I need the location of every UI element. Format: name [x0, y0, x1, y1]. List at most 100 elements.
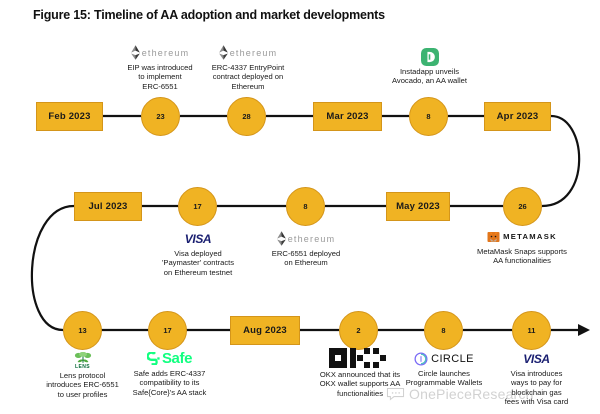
event-text-line-1: OKX announced that its	[319, 370, 401, 379]
event-text-line-2: contract deployed on	[212, 72, 284, 82]
okx-logo	[300, 348, 420, 368]
instadapp-logo	[372, 47, 487, 66]
day-circle-label: 26	[518, 202, 527, 211]
ethereum-wordmark: ethereum	[141, 47, 190, 58]
event-text-line-1: Visa deployed	[174, 249, 222, 258]
event-text-line-2: AA functionalities	[493, 256, 551, 266]
day-circle-2[interactable]: 2	[339, 311, 378, 350]
event-text-line-2: Programmable Wallets	[405, 378, 483, 388]
date-box-mar-2023[interactable]: Mar 2023	[313, 102, 382, 131]
ethereum-wordmark: ethereum	[287, 233, 336, 244]
page-title: Figure 15: Timeline of AA adoption and m…	[33, 8, 385, 22]
event-text-line-1: MetaMask Snaps supports	[477, 247, 567, 256]
ethereum-logo: ethereum	[250, 230, 362, 247]
event-text-line-3: blockchain gas	[511, 387, 562, 397]
event-text-line-3: functionalities	[336, 388, 383, 398]
instadapp-icon	[420, 47, 439, 66]
day-circle-label: 23	[156, 112, 165, 121]
event-safe-erc4337: Safe Safe adds ERC-4337 compatibility to…	[112, 350, 227, 397]
event-text-line-1: ERC-6551 deployed	[271, 249, 341, 258]
day-circle-17-jul[interactable]: 17	[178, 187, 217, 226]
visa-wordmark: VISA	[184, 231, 212, 246]
date-box-label: Mar 2023	[326, 111, 369, 122]
visa-logo: VISA	[489, 350, 584, 367]
day-circle-8-jun[interactable]: 8	[286, 187, 325, 226]
circle-mark-icon	[414, 351, 428, 366]
event-text-line-1: Circle launches	[418, 369, 470, 378]
day-circle-label: 2	[356, 326, 361, 335]
day-circle-8-mar[interactable]: 8	[409, 97, 448, 136]
metamask-fox-icon	[487, 231, 500, 242]
date-box-jul-2023[interactable]: Jul 2023	[74, 192, 142, 221]
day-circle-label: 13	[78, 326, 87, 335]
event-erc4337-entrypoint: ethereum ERC-4337 EntryPoint contract de…	[195, 44, 301, 91]
ethereum-wordmark: ethereum	[229, 47, 278, 58]
day-circle-13[interactable]: 13	[63, 311, 102, 350]
visa-wordmark: VISA	[523, 351, 550, 366]
date-box-apr-2023[interactable]: Apr 2023	[484, 102, 551, 131]
lens-flower-icon	[74, 351, 91, 363]
date-box-label: Aug 2023	[243, 325, 287, 336]
event-text-line-3: Safe{Core}'s AA stack	[132, 387, 207, 397]
day-circle-label: 11	[527, 326, 536, 335]
event-text-line-1: Safe adds ERC-4337	[133, 369, 206, 378]
metamask-logo: METAMASK	[452, 228, 592, 245]
safe-wordmark: Safe	[161, 350, 193, 367]
ethereum-diamond-icon	[130, 45, 140, 60]
date-box-may-2023[interactable]: May 2023	[386, 192, 450, 221]
event-erc6551-deployed: ethereum ERC-6551 deployed on Ethereum	[250, 230, 362, 268]
ethereum-diamond-icon	[276, 231, 286, 246]
event-text-line-2: on Ethereum	[284, 258, 328, 268]
event-text-line-2: ways to pay for	[510, 378, 563, 388]
day-circle-label: 8	[426, 112, 431, 121]
event-text-line-2: introduces ERC-6551	[46, 380, 119, 390]
event-instadapp-avocado: Instadapp unveils Avocado, an AA wallet	[372, 47, 487, 86]
day-circle-23[interactable]: 23	[141, 97, 180, 136]
date-box-aug-2023[interactable]: Aug 2023	[230, 316, 300, 345]
event-lens-erc6551: LENS Lens protocol introduces ERC-6551 t…	[26, 351, 139, 399]
day-circle-28[interactable]: 28	[227, 97, 266, 136]
safe-mark-icon	[146, 352, 160, 365]
event-text-line-2: to implement	[138, 72, 182, 82]
date-box-label: May 2023	[396, 201, 440, 212]
day-circle-label: 8	[441, 326, 446, 335]
event-text-line-1: EIP was introduced	[127, 63, 193, 72]
event-text-line-1: Visa introduces	[510, 369, 563, 378]
event-text-line-2: Avocado, an AA wallet	[391, 76, 467, 86]
metamask-wordmark: METAMASK	[503, 232, 557, 241]
ethereum-logo: ethereum	[100, 44, 220, 61]
event-text-line-1: Lens protocol	[59, 371, 106, 380]
day-circle-8-sep[interactable]: 8	[424, 311, 463, 350]
date-box-feb-2023[interactable]: Feb 2023	[36, 102, 103, 131]
okx-wordmark-icon	[329, 348, 386, 368]
event-text-line-2: OKX wallet supports AA	[319, 379, 401, 389]
day-circle-label: 17	[193, 202, 202, 211]
day-circle-11[interactable]: 11	[512, 311, 551, 350]
event-eip-erc6551: ethereum EIP was introduced to implement…	[100, 44, 220, 91]
event-text-line-1: ERC-4337 EntryPoint	[211, 63, 285, 72]
day-circle-label: 8	[303, 202, 308, 211]
event-text-line-3: Ethereum	[231, 81, 265, 91]
date-box-label: Jul 2023	[88, 201, 128, 212]
lens-logo: LENS	[26, 351, 139, 370]
date-box-label: Feb 2023	[48, 111, 91, 122]
circle-wordmark: CIRCLE	[431, 352, 474, 365]
date-box-label: Apr 2023	[496, 111, 539, 122]
event-circle-wallets: CIRCLE Circle launches Programmable Wall…	[392, 350, 496, 388]
day-circle-17-aug[interactable]: 17	[148, 311, 187, 350]
circle-logo: CIRCLE	[392, 350, 496, 367]
event-text-line-3: to user profiles	[57, 389, 108, 399]
day-circle-label: 17	[163, 326, 172, 335]
ethereum-logo: ethereum	[195, 44, 301, 61]
event-text-line-1: Instadapp unveils	[399, 67, 460, 76]
ethereum-diamond-icon	[218, 45, 228, 60]
event-text-line-4: fees with Visa card	[504, 397, 569, 407]
event-text-line-2: 'Paymaster' contracts	[161, 258, 235, 268]
day-circle-label: 28	[242, 112, 251, 121]
event-visa-paymaster: VISA Visa deployed 'Paymaster' contracts…	[140, 230, 256, 277]
lens-wordmark: LENS	[75, 363, 90, 370]
event-metamask-snaps: METAMASK MetaMask Snaps supports AA func…	[452, 228, 592, 266]
event-visa-gas-fees: VISA Visa introduces ways to pay for blo…	[489, 350, 584, 407]
safe-logo: Safe	[112, 350, 227, 367]
day-circle-26[interactable]: 26	[503, 187, 542, 226]
